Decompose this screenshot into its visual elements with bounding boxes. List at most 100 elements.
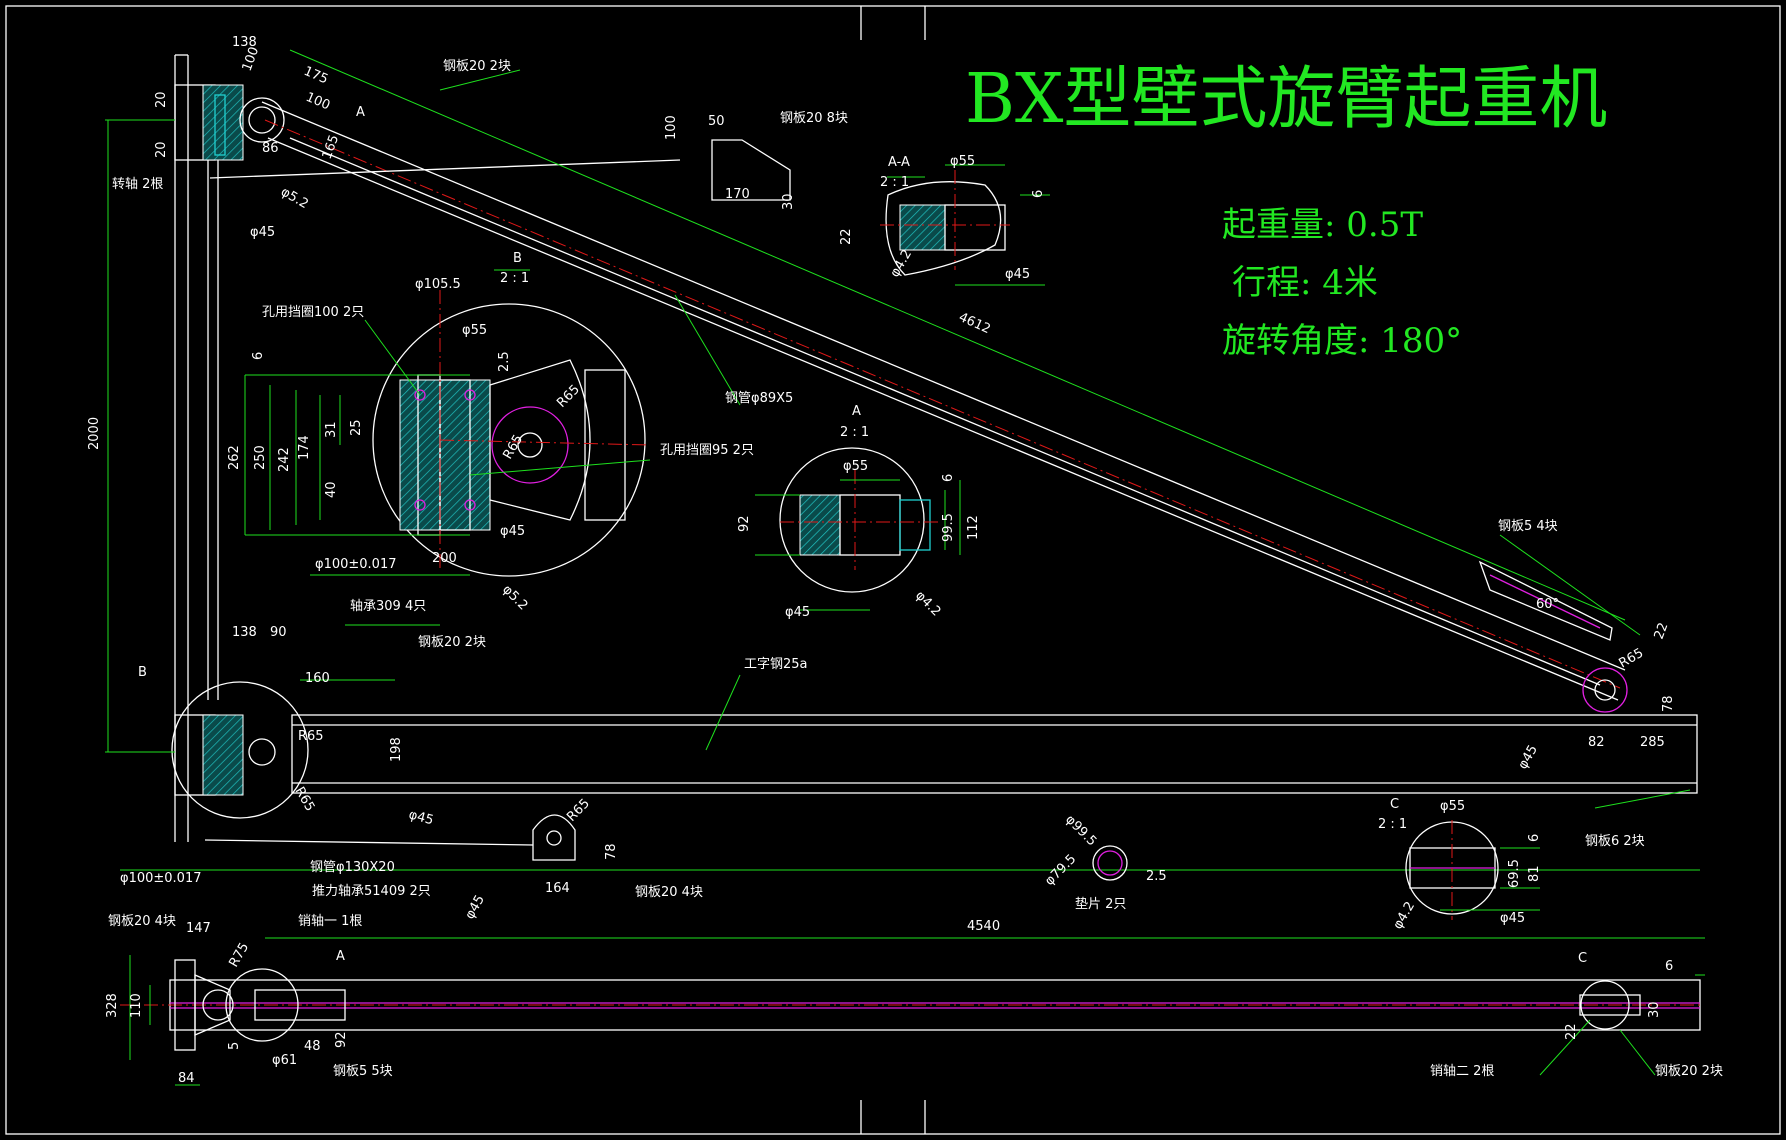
label-plate20-2b: 钢板20 2块 (418, 635, 486, 650)
dim: 160 (305, 671, 330, 686)
dim: 90 (270, 625, 287, 640)
dim: R65 (292, 785, 318, 815)
dim: 165 (320, 133, 343, 161)
section-aa-scale: 2 : 1 (880, 175, 909, 190)
dim: 6 (1665, 959, 1673, 974)
label-bearing309: 轴承309 4只 (350, 599, 426, 614)
dim: 82 (1588, 735, 1605, 750)
dim: 112 (966, 515, 981, 540)
dim: 69.5 (1507, 859, 1522, 888)
dim: φ4.2 (1390, 899, 1418, 932)
section-a-detail (755, 447, 961, 611)
dim: φ105.5 (415, 277, 461, 292)
dim: φ45 (1005, 267, 1030, 282)
label-retaining-ring100: 孔用挡圈100 2只 (262, 305, 364, 320)
marker-b: B (138, 665, 147, 680)
dim: φ45 (1515, 743, 1541, 772)
label-thrust-bearing: 推力轴承51409 2只 (312, 884, 431, 899)
label-washer: 垫片 2只 (1075, 896, 1126, 912)
dim: φ45 (1500, 911, 1525, 926)
dim: 60° (1536, 597, 1559, 612)
dim: 6 (251, 352, 266, 360)
dim: 25 (349, 419, 364, 436)
spec-capacity: 起重量: 0.5T (1222, 205, 1423, 245)
dim: 31 (324, 421, 339, 438)
section-a-scale: 2 : 1 (840, 425, 869, 440)
label-ibeam: 工字钢25a (744, 657, 808, 672)
dim: φ100±0.017 (120, 871, 202, 886)
section-c-label: C (1390, 797, 1399, 812)
dim: 92 (737, 515, 752, 532)
dim: 99.5 (941, 513, 956, 542)
drawing-frame (5, 5, 1781, 1135)
dim: 100 (664, 115, 679, 140)
label-plate20-4a: 钢板20 4块 (635, 885, 703, 900)
dim: 100 (303, 90, 332, 114)
dim: 242 (277, 447, 292, 472)
dim: φ55 (1440, 799, 1465, 814)
section-b-scale: 2 : 1 (500, 271, 529, 286)
spec-rotation: 旋转角度: 180° (1222, 321, 1462, 361)
dim: R75 (226, 940, 252, 970)
dim: 285 (1640, 735, 1665, 750)
dim: R65 (500, 432, 526, 462)
dim: φ55 (843, 459, 868, 474)
dim: φ99.5 (1062, 812, 1099, 849)
label-plate20-2c: 钢板20 2块 (1655, 1064, 1723, 1079)
dim: 78 (1661, 695, 1676, 712)
dim: 92 (334, 1031, 349, 1048)
dim: 250 (253, 445, 268, 470)
section-aa-detail (880, 164, 1050, 286)
dim: 262 (227, 445, 242, 470)
dim: 2.5 (1146, 869, 1167, 884)
dim: 200 (432, 551, 457, 566)
dim: R65 (1617, 646, 1647, 672)
main-elevation-view (105, 49, 1700, 871)
dim: 40 (324, 481, 339, 498)
dim: φ55 (950, 154, 975, 169)
dim: 147 (186, 921, 211, 936)
dim: 84 (178, 1071, 195, 1086)
dim: 20 (154, 141, 169, 158)
dim: 5 (227, 1042, 242, 1050)
dim: 81 (1527, 865, 1542, 882)
section-aa-label: A-A (888, 155, 910, 170)
label-steel-pipe: 钢管φ89X5 (725, 391, 793, 406)
dim: 48 (304, 1039, 321, 1054)
dim: φ45 (250, 225, 275, 240)
label-plate20-8: 钢板20 8块 (780, 111, 848, 126)
dim: 30 (1647, 1001, 1662, 1018)
dim: φ4.2 (912, 588, 943, 619)
label-steel-pipe130: 钢管φ130X20 (310, 860, 395, 875)
dim: 4540 (967, 919, 1000, 934)
dim: 50 (708, 114, 725, 129)
label-retaining-ring95: 孔用挡圈95 2只 (660, 443, 754, 458)
dim: 22 (1564, 1023, 1579, 1040)
label-plate20-2a: 钢板20 2块 (443, 59, 511, 74)
dim: φ45 (785, 605, 810, 620)
dim: φ5.2 (278, 184, 311, 212)
dim: R65 (554, 382, 583, 411)
dim: φ61 (272, 1053, 297, 1068)
dim: 22 (1652, 621, 1672, 642)
dim: 138 (232, 35, 257, 50)
dim: 198 (389, 737, 404, 762)
dim: 174 (297, 435, 312, 460)
dim: R65 (564, 796, 593, 825)
label-plate20-4b: 钢板20 4块 (108, 914, 176, 929)
label-plate6-2: 钢板6 2块 (1585, 834, 1645, 849)
dim: 2000 (87, 417, 102, 450)
section-b-label: B (513, 251, 522, 266)
dim: 6 (941, 474, 956, 482)
dim: φ45 (462, 893, 488, 922)
plan-view (120, 937, 1705, 1086)
label-pin2: 销轴二 2根 (1430, 1064, 1494, 1079)
dim: 6 (1527, 834, 1542, 842)
dim: R65 (298, 729, 324, 744)
dim: 328 (105, 993, 120, 1018)
dim: 170 (725, 187, 750, 202)
dim: 20 (154, 91, 169, 108)
dim: φ100±0.017 (315, 557, 397, 572)
section-c-detail (1405, 820, 1540, 920)
